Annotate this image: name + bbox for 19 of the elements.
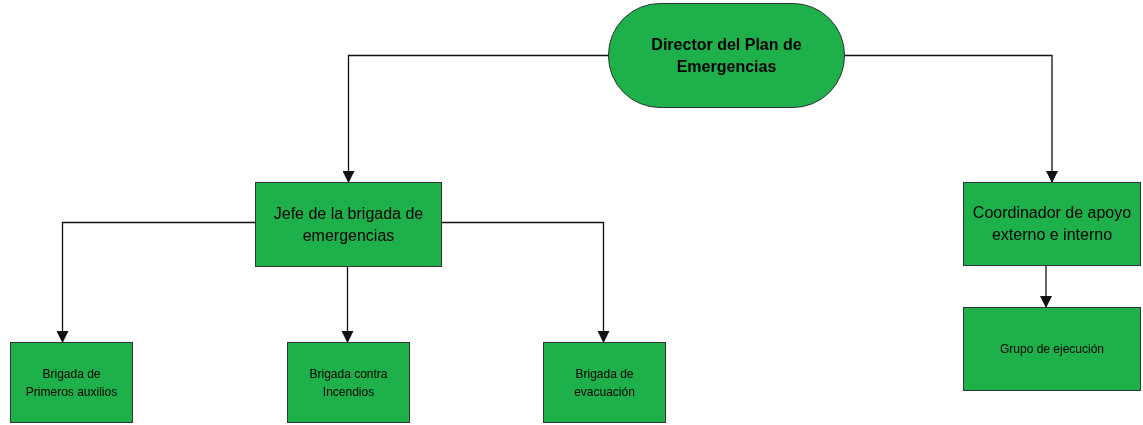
node-label: Jefe de la brigada de emergencias [272, 203, 425, 246]
arrow [342, 54, 609, 183]
arrow [56, 221, 256, 343]
arrow [441, 221, 610, 343]
node-label: Coordinador de apoyo externo e interno [972, 203, 1132, 245]
node-label: Brigada de evacuación [573, 365, 636, 401]
arrow [341, 266, 354, 343]
node-label: Brigada de Primeros auxilios [24, 365, 119, 401]
org-box [963, 307, 1141, 391]
arrow [1040, 265, 1052, 308]
node-label: Brigada contra Incendios [308, 365, 389, 401]
org-box [543, 342, 666, 423]
org-box [287, 342, 410, 423]
org-box [255, 182, 442, 267]
org-box [10, 342, 133, 423]
arrow [844, 54, 1058, 183]
node-label: Director del Plan de Emergencias [650, 34, 803, 77]
node-label: Grupo de ejecución [999, 341, 1105, 358]
org-box [963, 182, 1141, 266]
